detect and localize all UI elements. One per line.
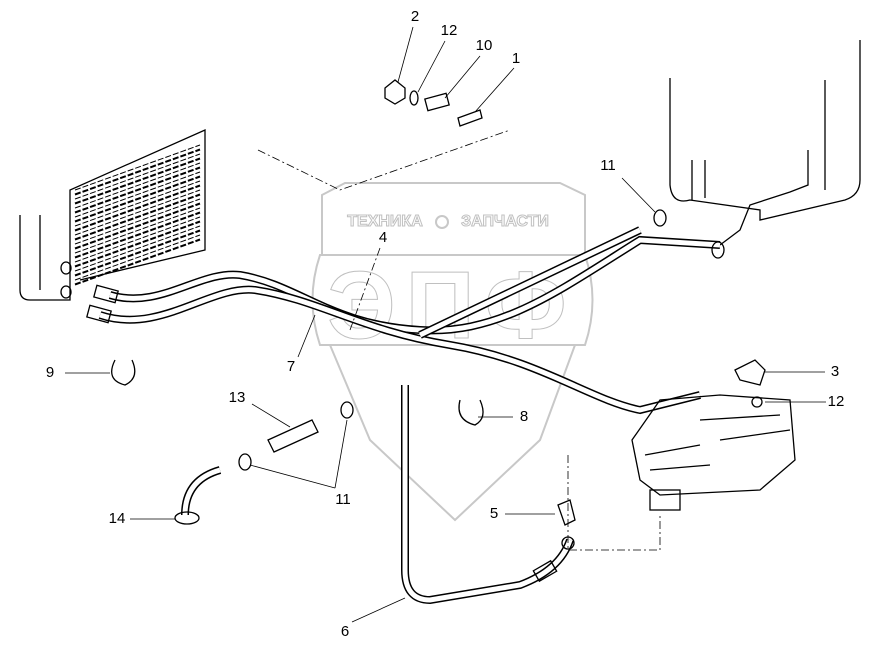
- radiator-fin: [74, 180, 201, 227]
- callout-2: 2: [411, 8, 419, 25]
- radiator-fin: [74, 171, 201, 218]
- callout-11-bottom: 11: [335, 491, 351, 508]
- callout-6: 6: [341, 623, 349, 640]
- clamp-9: [111, 359, 136, 386]
- watermark-logo: ТЕХНИКА ЗАПЧАСТИ ЭПФ: [311, 182, 594, 522]
- radiator-fin: [74, 202, 201, 250]
- radiator-fin: [74, 153, 201, 200]
- clamp-11-a: [340, 401, 354, 419]
- callout-12: 12: [441, 22, 458, 39]
- callout-1: 1: [512, 50, 520, 67]
- callout-13: 13: [229, 389, 246, 406]
- leader-lines: [65, 26, 826, 623]
- callout-9: 9: [46, 364, 54, 381]
- callout-5: 5: [490, 505, 498, 522]
- pipe-7: [98, 285, 701, 415]
- fitting-3: [734, 359, 766, 386]
- radiator-fin: [74, 166, 201, 214]
- pipe-straight: [418, 226, 642, 339]
- radiator-fin: [74, 234, 201, 281]
- clamp-11-b: [238, 453, 252, 471]
- callout-11-top: 11: [600, 157, 616, 174]
- clamp-8: [458, 399, 484, 426]
- clamp-11-top: [653, 209, 667, 227]
- control-valve: [567, 394, 796, 551]
- plug-assembly: [384, 79, 483, 127]
- callout-4: 4: [379, 229, 387, 246]
- watermark-text-left: ТЕХНИКА: [347, 213, 423, 230]
- hydraulic-tank: [669, 40, 861, 246]
- radiator-fin: [74, 198, 201, 245]
- radiator-fin: [74, 148, 201, 196]
- callout-8: 8: [520, 408, 528, 425]
- callout-7: 7: [287, 358, 295, 375]
- sleeve-13: [267, 419, 319, 453]
- radiator-fin: [74, 193, 201, 241]
- radiator-fin: [74, 207, 201, 254]
- seal-12-lower: [751, 396, 763, 408]
- elbow-14: [174, 466, 222, 525]
- clamp-11-top-2: [711, 241, 725, 259]
- radiator-fin: [74, 229, 201, 277]
- radiator-fin: [74, 184, 201, 232]
- radiator-fin: [74, 175, 201, 223]
- radiator-fin: [74, 225, 201, 272]
- radiator-fin: [74, 162, 201, 209]
- watermark-text-right: ЗАПЧАСТИ: [461, 213, 549, 230]
- radiator-fin: [74, 216, 201, 263]
- radiator-fin: [74, 238, 201, 286]
- callout-14: 14: [109, 510, 126, 527]
- radiator-fin: [74, 220, 201, 268]
- fitting-5: [557, 499, 576, 526]
- gear-icon: [435, 215, 449, 229]
- callout-10: 10: [476, 37, 493, 54]
- radiator-fin: [74, 189, 201, 236]
- callout-12-lower: 12: [828, 393, 845, 410]
- radiator-fin: [74, 144, 201, 191]
- callout-3: 3: [831, 363, 839, 380]
- radiator: [19, 128, 206, 301]
- radiator-fin: [74, 157, 201, 205]
- radiator-fin: [74, 211, 201, 259]
